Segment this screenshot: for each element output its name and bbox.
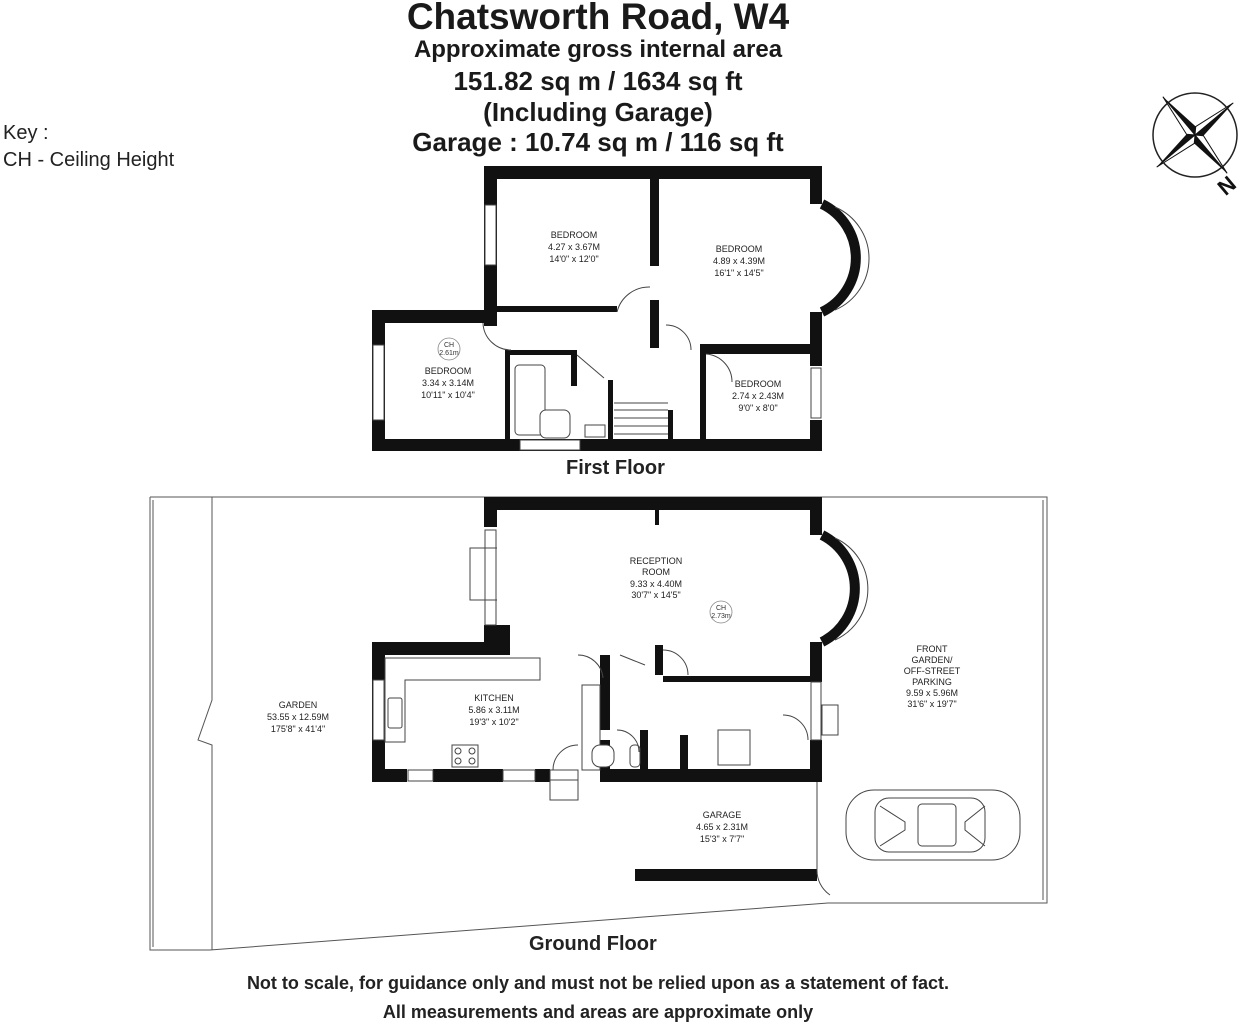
ceiling-value-first-floor: 2.61m <box>439 350 459 357</box>
reception-imperial: 30'7" x 14'5" <box>631 590 680 600</box>
car-icon <box>845 789 1021 861</box>
ceiling-label-ground-floor: CH <box>716 605 726 612</box>
bedroom-4-imperial: 9'0" x 8'0" <box>738 403 777 413</box>
first-floor-details <box>372 199 870 451</box>
reception-metric: 9.33 x 4.40M <box>630 579 682 589</box>
garage-metric: 4.65 x 2.31M <box>696 822 748 832</box>
ceiling-value-ground-floor: 2.73m <box>711 613 731 620</box>
first-floor-room-labels: BEDROOM 4.27 x 3.67M 14'0" x 12'0" BEDRO… <box>421 230 784 413</box>
ceiling-height-marker-ground-floor <box>709 600 733 624</box>
compass-north-label: N <box>1213 171 1241 200</box>
garage-imperial: 15'3" x 7'7" <box>700 834 744 844</box>
area-note: (Including Garage) <box>483 97 713 127</box>
first-floor-label: First Floor <box>566 457 665 479</box>
bedroom-2-metric: 4.89 x 4.39M <box>713 256 765 266</box>
garden-metric: 53.55 x 12.59M <box>267 712 329 722</box>
area-caption: Approximate gross internal area <box>413 36 783 63</box>
compass-icon: N <box>1152 92 1241 200</box>
ceiling-label-first-floor: CH <box>444 342 454 349</box>
garage-name: GARAGE <box>703 810 742 820</box>
ground-floor-plan <box>372 497 822 881</box>
disclaimer-line-1: Not to scale, for guidance only and must… <box>246 973 950 993</box>
bedroom-2-imperial: 16'1" x 14'5" <box>714 268 763 278</box>
front-garden-name-3: OFF-STREET <box>904 666 961 676</box>
garage-area: Garage : 10.74 sq m / 116 sq ft <box>412 127 784 157</box>
ceiling-height-marker-first-floor <box>437 337 461 361</box>
disclaimer-line-2: All measurements and areas are approxima… <box>382 1002 814 1022</box>
front-garden-name-2: GARDEN/ <box>911 655 953 665</box>
bedroom-3-metric: 3.34 x 3.14M <box>422 378 474 388</box>
ground-floor-label: Ground Floor <box>529 933 657 955</box>
front-garden-name-4: PARKING <box>912 677 952 687</box>
reception-name-1: RECEPTION <box>630 556 683 566</box>
kitchen-metric: 5.86 x 3.11M <box>468 705 519 715</box>
key-title: Key : <box>3 122 49 144</box>
garden-name: GARDEN <box>279 700 318 710</box>
front-garden-name-1: FRONT <box>917 644 948 654</box>
plot-boundary <box>149 496 1048 951</box>
bedroom-1-metric: 4.27 x 3.67M <box>548 242 600 252</box>
ground-floor-details <box>372 529 869 896</box>
bedroom-1-name: BEDROOM <box>551 230 598 240</box>
bedroom-1-imperial: 14'0" x 12'0" <box>549 254 598 264</box>
bedroom-3-imperial: 10'11" x 10'4" <box>421 390 475 400</box>
key-item-ceiling-height: CH - Ceiling Height <box>3 149 175 171</box>
bedroom-4-name: BEDROOM <box>735 379 782 389</box>
ground-floor-room-labels: RECEPTION ROOM 9.33 x 4.40M 30'7" x 14'5… <box>267 556 961 844</box>
kitchen-imperial: 19'3" x 10'2" <box>469 717 518 727</box>
bedroom-2-name: BEDROOM <box>716 244 763 254</box>
kitchen-name: KITCHEN <box>474 693 514 703</box>
bedroom-3-name: BEDROOM <box>425 366 472 376</box>
bedroom-4-metric: 2.74 x 2.43M <box>732 391 784 401</box>
garden-imperial: 175'8" x 41'4" <box>271 724 325 734</box>
front-garden-metric: 9.59 x 5.96M <box>906 688 958 698</box>
plan-title: Chatsworth Road, W4 <box>406 0 790 37</box>
reception-name-2: ROOM <box>642 567 670 577</box>
total-area: 151.82 sq m / 1634 sq ft <box>453 66 743 96</box>
front-garden-imperial: 31'6" x 19'7" <box>907 699 956 709</box>
